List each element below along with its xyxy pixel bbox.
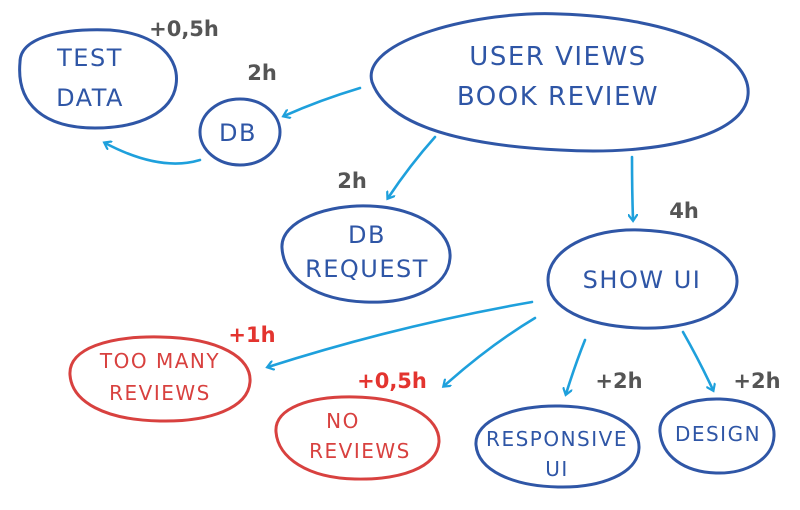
arrow-main-to-show-ui (632, 155, 633, 220)
arrow-main-to-db-request (388, 135, 437, 198)
estimate-label: 2h (337, 169, 367, 193)
node-show-ui: SHOW UI 4h (546, 199, 739, 330)
node-too-many-reviews: TOO MANY REVIEWS +1h (68, 323, 276, 423)
estimate-label: +0,5h (357, 369, 427, 393)
node-label-line2: BOOK REVIEW (457, 82, 659, 112)
estimate-label: 4h (669, 199, 699, 223)
estimate-label: +2h (733, 369, 780, 393)
arrow-show-ui-to-responsive (566, 338, 587, 394)
node-label-line2: UI (545, 457, 569, 481)
node-label-line1: TOO MANY (99, 349, 220, 373)
node-label-line1: USER VIEWS (469, 42, 646, 72)
node-label-line1: NO (326, 409, 360, 433)
arrow-main-to-db (284, 86, 362, 116)
estimate-label: +2h (595, 369, 642, 393)
node-label-line2: REVIEWS (109, 381, 211, 405)
node-user-views-book-review: USER VIEWS BOOK REVIEW (369, 12, 750, 153)
arrow-show-ui-to-too-many (268, 300, 534, 367)
node-label: DESIGN (675, 422, 761, 446)
arrow-show-ui-to-design (681, 330, 713, 390)
node-label-line2: REQUEST (305, 255, 429, 283)
node-test-data: TEST DATA +0,5h (18, 17, 219, 130)
node-label-line2: DATA (56, 84, 124, 112)
node-label-line2: REVIEWS (309, 439, 411, 463)
node-label-line1: DB (348, 221, 386, 249)
node-label: SHOW UI (583, 266, 702, 294)
estimate-label: 2h (247, 61, 277, 85)
node-design: DESIGN +2h (658, 369, 781, 475)
estimate-label: +1h (228, 323, 275, 347)
node-db-request: DB REQUEST 2h (280, 169, 452, 304)
connectors (105, 86, 713, 394)
node-label-line1: TEST (56, 44, 123, 72)
estimate-label: +0,5h (149, 17, 219, 41)
arrow-show-ui-to-no-reviews (444, 316, 537, 386)
node-responsive-ui: RESPONSIVE UI +2h (474, 369, 643, 489)
node-db: DB 2h (198, 61, 282, 167)
node-label: DB (219, 119, 257, 147)
node-no-reviews: NO REVIEWS +0,5h (274, 369, 441, 481)
arrow-db-to-test-data (105, 143, 202, 165)
node-label-line1: RESPONSIVE (486, 427, 628, 451)
